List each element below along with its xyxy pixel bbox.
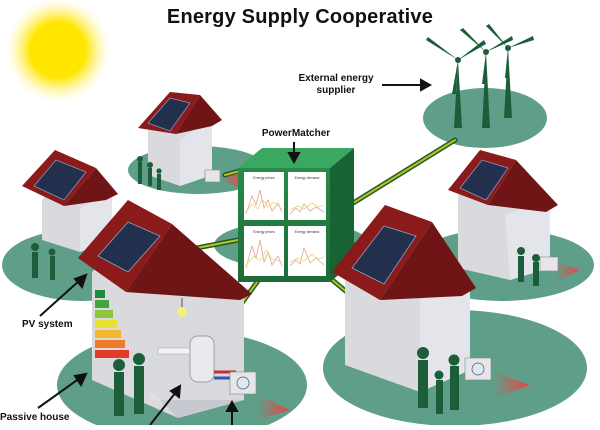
powermatcher-label: PowerMatcher bbox=[261, 128, 331, 139]
screen-title-top-left: Energy prices bbox=[253, 176, 275, 180]
energy-label-bars bbox=[95, 290, 129, 358]
house-right bbox=[448, 150, 580, 286]
screen-title-bottom-right: Energy demand bbox=[295, 230, 320, 234]
house-bottom-right bbox=[332, 205, 530, 414]
callout-arrows bbox=[37, 78, 433, 426]
pv-system-label: PV system bbox=[22, 319, 73, 330]
screen-title-bottom-left: Energy prices bbox=[253, 230, 275, 234]
screen-title-top-right: Energy demand bbox=[295, 176, 320, 180]
wind-turbines bbox=[426, 24, 534, 128]
passive-house-label: Passive house bbox=[0, 412, 70, 423]
external-supplier-label: External energy supplier bbox=[298, 73, 374, 96]
powermatcher-cube: Energy prices Energy demand Energy price… bbox=[238, 148, 354, 282]
turbine-2 bbox=[460, 28, 513, 128]
page-title: Energy Supply Cooperative bbox=[166, 6, 434, 28]
house-bottom-left bbox=[78, 200, 290, 420]
house-top-middle bbox=[137, 92, 242, 190]
sun bbox=[6, 0, 110, 102]
turbine-3 bbox=[486, 24, 534, 118]
